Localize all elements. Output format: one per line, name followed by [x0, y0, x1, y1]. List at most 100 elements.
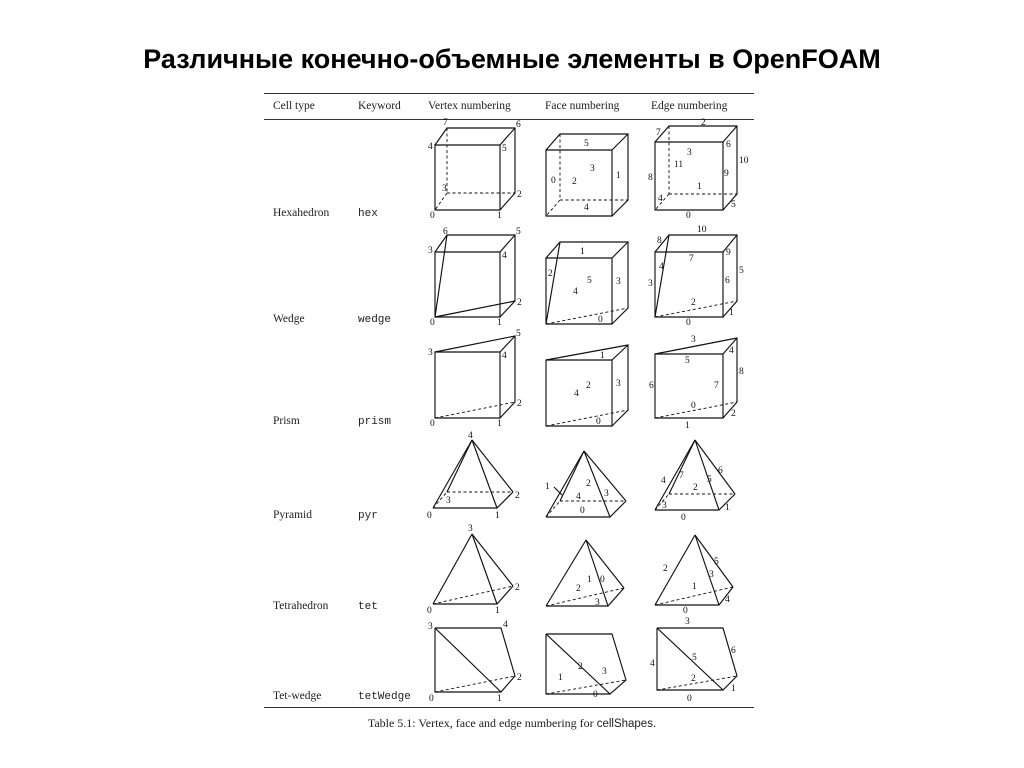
vertex-label: 1 — [497, 211, 502, 221]
edge-label: 3 — [691, 335, 696, 345]
hex-face-diagram: 0 1 2 3 4 5 — [545, 133, 629, 217]
face-label: 3 — [604, 489, 609, 499]
row-pyramid-keyword: pyr — [358, 510, 378, 522]
vertex-label: 2 — [517, 190, 522, 200]
vertex-label: 6 — [443, 227, 448, 237]
vertex-label: 5 — [516, 227, 521, 237]
vertex-label: 0 — [427, 511, 432, 521]
vertex-label: 0 — [430, 419, 435, 429]
edge-label: 0 — [686, 211, 691, 221]
vertex-label: 4 — [502, 251, 507, 261]
edge-label: 8 — [657, 236, 662, 246]
edge-label: 4 — [661, 476, 666, 486]
edge-label: 0 — [683, 606, 688, 616]
tetrahedron-vertex-diagram: 0 1 2 3 — [427, 524, 520, 616]
vertex-label: 1 — [497, 694, 502, 704]
face-label: 1 — [545, 482, 550, 492]
vertex-label: 1 — [495, 606, 500, 616]
edge-label: 7 — [656, 128, 661, 138]
face-label: 3 — [595, 598, 600, 608]
edge-label: 1 — [729, 308, 734, 318]
pyramid-vertex-diagram: 0 1 2 3 4 — [427, 431, 520, 521]
face-label: 2 — [576, 584, 581, 594]
row-hexahedron-keyword: hex — [358, 208, 378, 220]
face-label: 3 — [616, 379, 621, 389]
edge-label: 7 — [714, 381, 719, 391]
header-edge-numbering: Edge numbering — [651, 100, 728, 112]
face-label: 2 — [572, 177, 577, 187]
face-label: 3 — [616, 277, 621, 287]
vertex-label: 6 — [516, 120, 521, 130]
edge-label: 3 — [648, 279, 653, 289]
wedge-vertex-diagram: 0 1 2 3 4 5 6 — [428, 227, 522, 328]
edge-label: 1 — [685, 421, 690, 431]
edge-label: 4 — [725, 595, 730, 605]
edge-label: 7 — [689, 254, 694, 264]
edge-label: 10 — [697, 225, 707, 235]
face-label: 4 — [573, 287, 578, 297]
edge-label: 6 — [726, 140, 731, 150]
row-tetrahedron-cell-type: Tetrahedron — [273, 600, 329, 612]
edge-label: 3 — [687, 148, 692, 158]
vertex-label: 3 — [442, 184, 447, 194]
wedge-edge-diagram: 0 1 2 3 4 5 6 7 8 9 10 — [648, 225, 744, 328]
edge-label: 2 — [731, 409, 736, 419]
row-prism-cell-type: Prism — [273, 415, 300, 427]
edge-label: 6 — [649, 381, 654, 391]
edge-label: 4 — [650, 659, 655, 669]
prism-vertex-diagram: 0 1 2 3 4 5 — [428, 329, 522, 429]
vertex-label: 7 — [443, 118, 448, 128]
slide-title: Различные конечно-объемные элементы в Op… — [143, 44, 881, 74]
face-label: 0 — [551, 176, 556, 186]
row-tetrahedron-keyword: tet — [358, 601, 378, 613]
edge-label: 9 — [724, 169, 729, 179]
hex-edge-diagram: 0 1 2 3 4 5 6 7 8 9 10 11 — [648, 118, 749, 221]
edge-label: 5 — [739, 266, 744, 276]
face-label: 2 — [578, 662, 583, 672]
vertex-label: 4 — [502, 351, 507, 361]
tetrahedron-edge-diagram: 0 1 2 3 4 5 — [654, 534, 734, 616]
row-tet-wedge-cell-type: Tet-wedge — [273, 690, 322, 702]
edge-label: 0 — [687, 694, 692, 704]
vertex-label: 0 — [430, 318, 435, 328]
edge-label: 6 — [731, 646, 736, 656]
face-label: 2 — [548, 269, 553, 279]
edge-label: 1 — [725, 503, 730, 513]
face-label: 3 — [590, 164, 595, 174]
pyramid-face-diagram: 0 1 2 3 4 — [545, 450, 627, 518]
vertex-label: 4 — [503, 620, 508, 630]
edge-label: 8 — [648, 173, 653, 183]
row-pyramid-cell-type: Pyramid — [273, 509, 312, 521]
vertex-label: 5 — [516, 329, 521, 339]
wedge-face-diagram: 0 1 2 3 4 5 — [545, 241, 629, 325]
vertex-label: 2 — [515, 491, 520, 501]
row-hexahedron-cell-type: Hexahedron — [273, 207, 330, 219]
edge-label: 5 — [692, 653, 697, 663]
vertex-label: 0 — [429, 694, 434, 704]
caption-text: Table 5.1: Vertex, face and edge numberi… — [367, 716, 597, 730]
vertex-label: 2 — [517, 673, 522, 683]
vertex-label: 4 — [468, 431, 473, 441]
vertex-label: 1 — [497, 419, 502, 429]
edge-label: 0 — [681, 513, 686, 523]
face-label: 0 — [600, 575, 605, 585]
edge-label: 0 — [686, 318, 691, 328]
face-label: 5 — [587, 276, 592, 286]
edge-label: 4 — [729, 346, 734, 356]
tet-wedge-face-diagram: 0 1 2 3 — [545, 633, 627, 700]
vertex-label: 5 — [502, 144, 507, 154]
edge-label: 1 — [697, 182, 702, 192]
edge-label: 5 — [714, 557, 719, 567]
vertex-label: 3 — [428, 622, 433, 632]
face-label: 0 — [593, 690, 598, 700]
face-label: 2 — [586, 479, 591, 489]
edge-label: 9 — [726, 248, 731, 258]
face-label: 0 — [580, 506, 585, 516]
edge-label: 2 — [701, 118, 706, 128]
header-face-numbering: Face numbering — [545, 100, 620, 112]
edge-label: 2 — [693, 483, 698, 493]
edge-label: 0 — [691, 401, 696, 411]
face-label: 3 — [602, 667, 607, 677]
face-label: 2 — [586, 381, 591, 391]
row-tet-wedge-keyword: tetWedge — [358, 691, 411, 703]
